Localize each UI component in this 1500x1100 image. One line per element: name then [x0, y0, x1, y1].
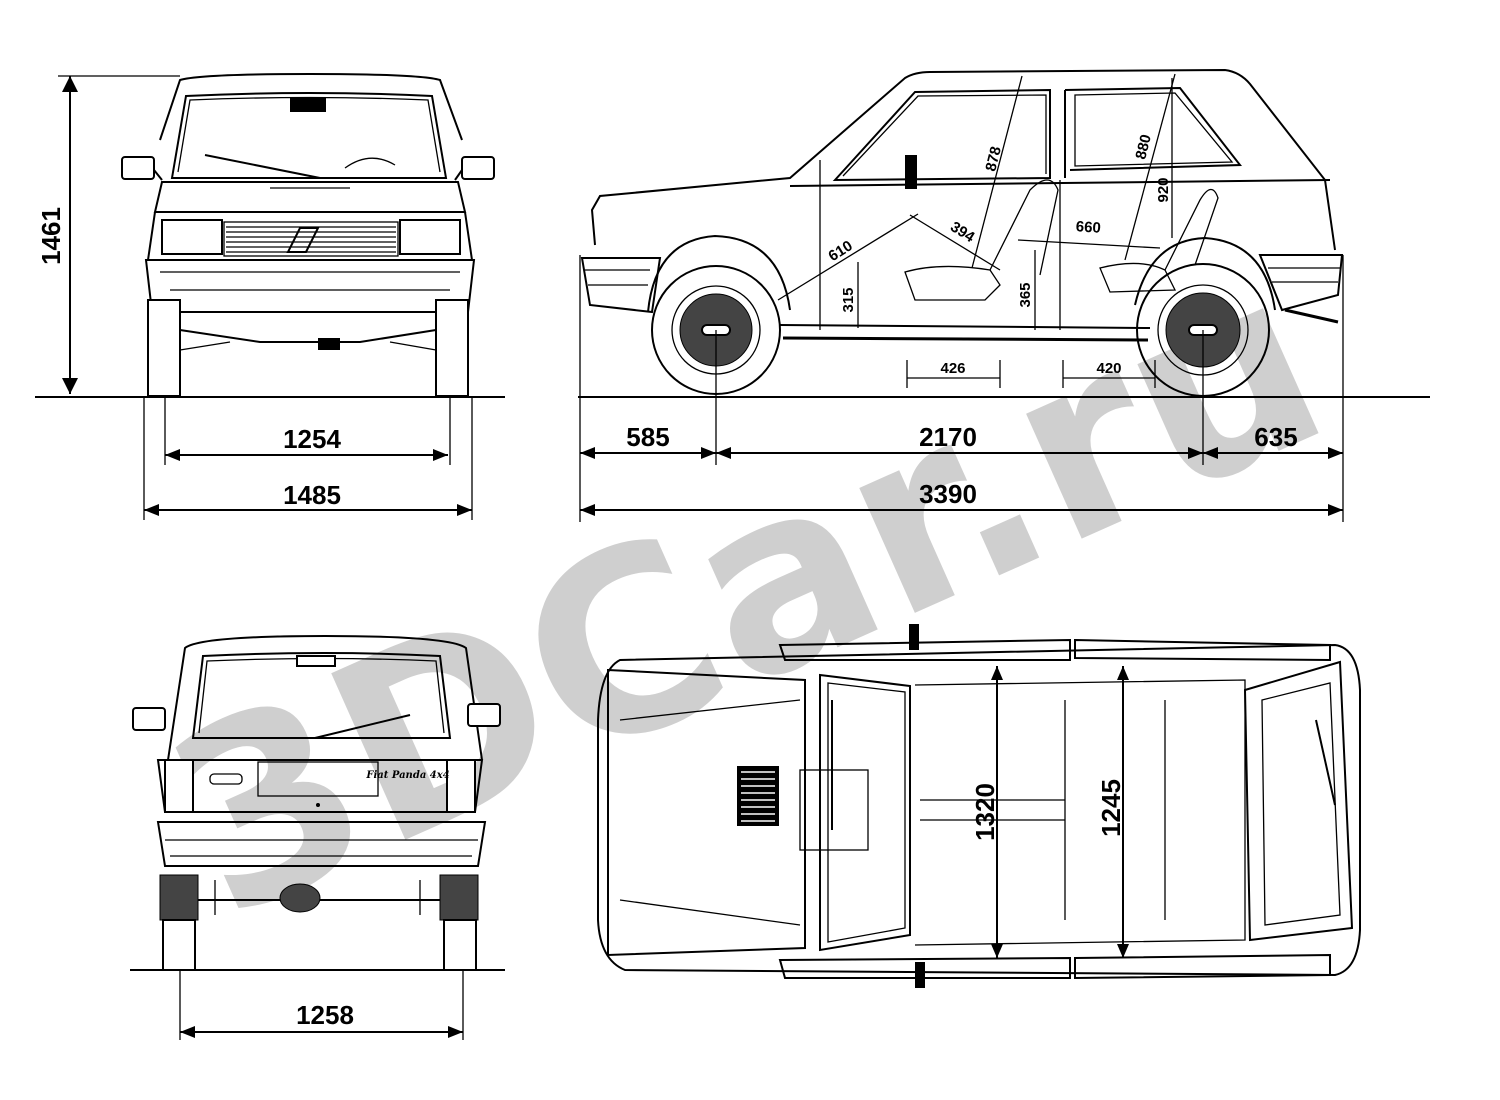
side-view: 610 315 394 878 880 920 660 365 426 420: [578, 68, 1430, 522]
wheelbase-label: 2170: [919, 422, 977, 452]
front-legroom-diagonal-label: 394: [947, 218, 978, 246]
front-seat-diagonal-label: 610: [825, 237, 855, 265]
rear-headroom-label: 880: [1132, 133, 1155, 161]
rear-legroom-diagonal-label: 660: [1075, 218, 1101, 237]
front-seat-depth-label: 426: [940, 360, 965, 377]
rear-overhang-label: 635: [1254, 422, 1297, 452]
front-headroom-label: 878: [982, 145, 1005, 173]
front-shoulder-width-label: 1320: [970, 783, 1000, 841]
front-width-label: 1485: [283, 480, 341, 510]
rear-headroom-vertical-label: 920: [1155, 177, 1172, 202]
length-label: 3390: [919, 479, 977, 509]
front-height-label: 1461: [36, 207, 66, 265]
rear-seat-height-label: 365: [1017, 282, 1034, 307]
front-seat-height-label: 315: [840, 287, 857, 312]
front-overhang-label: 585: [626, 422, 669, 452]
rear-badge: Fiat Panda 4x4: [365, 770, 449, 781]
rear-seat-depth-label: 420: [1096, 360, 1121, 377]
front-view: 1461 1254 1485: [35, 72, 505, 520]
top-view: 1320 1245: [597, 624, 1361, 988]
rear-view: Fiat Panda 4x4 1258: [130, 634, 505, 1040]
rear-shoulder-width-label: 1245: [1096, 779, 1126, 837]
rear-track-label: 1258: [296, 1000, 354, 1030]
front-track-label: 1254: [283, 424, 341, 454]
